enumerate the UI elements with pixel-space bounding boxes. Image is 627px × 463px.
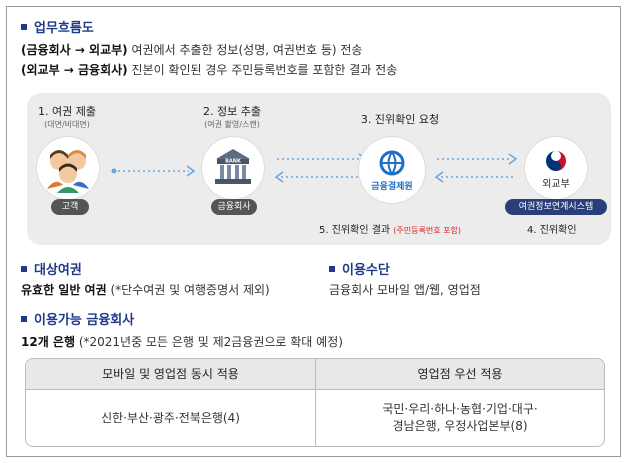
- step-2-label-text: 2. 정보 추출: [203, 105, 261, 118]
- arrow-right-icon: [111, 165, 196, 177]
- bank-sign-text: BANK: [225, 159, 242, 165]
- bank-circle: BANK: [202, 137, 264, 199]
- table-header-row: 모바일 및 영업점 동시 적용 영업점 우선 적용: [26, 359, 604, 389]
- bullet-square-icon: [329, 265, 335, 272]
- workflow-line-1: (금융회사 → 외교부) 여권에서 추출한 정보(성명, 여권번호 등) 전송: [21, 41, 362, 58]
- bullet-square-icon: [21, 23, 27, 30]
- workflow-line-2-text: 진본이 확인된 경우 주민등록번호를 포함한 결과 전송: [127, 63, 398, 77]
- step-2-sub: (여권 촬영/스캔): [204, 120, 260, 129]
- table-header-cell: 모바일 및 영업점 동시 적용: [102, 367, 239, 381]
- document-frame: 업무흐름도 (금융회사 → 외교부) 여권에서 추출한 정보(성명, 여권번호 …: [6, 6, 621, 457]
- bidirectional-arrow-icon-2: [434, 153, 518, 183]
- bullet-square-icon: [21, 265, 27, 272]
- customer-pill: 고객: [51, 199, 89, 215]
- means-title-text: 이용수단: [342, 263, 390, 278]
- step-5-note: (주민등록번호 포함): [393, 226, 461, 235]
- bullet-square-icon: [21, 315, 27, 322]
- institutions-title: 이용가능 금융회사: [21, 309, 134, 328]
- passport-text-bold: 유효한 일반 여권: [21, 283, 107, 297]
- clearing-house-name: 금융결제원: [371, 182, 413, 192]
- table-cell: 국민·우리·하나·농협·기업·대구· 경남은행, 우정사업본부(8): [315, 390, 604, 446]
- bidirectional-arrow-icon: [274, 153, 368, 183]
- passport-title: 대상여권: [21, 259, 82, 278]
- bank-table: 모바일 및 영업점 동시 적용 영업점 우선 적용 신한·부산·광주·전북은행(…: [25, 358, 605, 447]
- table-cell-text-line-2: 경남은행, 우정사업본부(8): [392, 419, 528, 433]
- passport-text: 유효한 일반 여권 (*단수여권 및 여행증명서 제외): [21, 281, 270, 298]
- taegeuk-emblem-icon: [546, 151, 566, 171]
- step-1-label-text: 1. 여권 제출: [38, 105, 96, 118]
- means-title: 이용수단: [329, 259, 390, 278]
- workflow-line-2: (외교부 → 금융회사) 진본이 확인된 경우 주민등록번호를 포함한 결과 전…: [21, 61, 397, 78]
- step-5-label: 5. 진위확인 결과 (주민등록번호 포함): [319, 221, 461, 236]
- customer-circle: [37, 137, 99, 199]
- table-cell-text: 신한·부산·광주·전북은행(4): [101, 410, 240, 425]
- step-2-label: 2. 정보 추출 (여권 촬영/스캔): [193, 105, 271, 131]
- globe-logo-icon: [379, 150, 405, 176]
- table-cell: 신한·부산·광주·전북은행(4): [26, 390, 315, 446]
- mofa-system-pill: 여권정보연계시스템: [505, 199, 607, 215]
- passport-text-rest: (*단수여권 및 여행증명서 제외): [106, 283, 270, 297]
- means-text: 금융회사 모바일 앱/웹, 영업점: [329, 283, 481, 297]
- step-4-label: 4. 진위확인: [527, 225, 577, 236]
- people-icon: [47, 150, 89, 193]
- table-row: 신한·부산·광주·전북은행(4) 국민·우리·하나·농협·기업·대구· 경남은행…: [26, 389, 604, 446]
- bank-pill: 금융회사: [211, 199, 257, 215]
- flow-diagram: 1. 여권 제출 (대면/비대면) 2. 정보 추출 (여권 촬영/스캔) 3.…: [27, 93, 611, 245]
- table-header-cell: 영업점 우선 적용: [315, 359, 604, 389]
- workflow-line-1-bold: (금융회사 → 외교부): [21, 43, 128, 57]
- step-1-label: 1. 여권 제출 (대면/비대면): [31, 105, 103, 131]
- workflow-title-text: 업무흐름도: [34, 21, 94, 36]
- step-3-label-text: 3. 진위확인 요청: [360, 113, 440, 126]
- institutions-text-rest: (*2021년중 모든 은행 및 제2금융권으로 확대 예정): [75, 335, 343, 349]
- passport-title-text: 대상여권: [34, 263, 82, 278]
- institutions-text-bold: 12개 은행: [21, 335, 75, 349]
- mofa-name: 외교부: [542, 179, 570, 190]
- workflow-line-2-bold: (외교부 → 금융회사): [21, 63, 128, 77]
- institutions-text: 12개 은행 (*2021년중 모든 은행 및 제2금융권으로 확대 예정): [21, 333, 343, 350]
- step-3-label: 3. 진위확인 요청: [345, 113, 455, 126]
- clearing-house-circle: 금융결제원: [359, 137, 425, 203]
- workflow-title: 업무흐름도: [21, 17, 94, 36]
- table-cell-text-line-1: 국민·우리·하나·농협·기업·대구·: [382, 402, 538, 416]
- step-1-sub: (대면/비대면): [44, 120, 90, 129]
- workflow-line-1-text: 여권에서 추출한 정보(성명, 여권번호 등) 전송: [127, 43, 363, 57]
- bank-icon: BANK: [215, 149, 251, 184]
- mofa-circle: 외교부: [525, 137, 587, 199]
- step-5-label-text: 5. 진위확인 결과: [319, 225, 391, 236]
- institutions-title-text: 이용가능 금융회사: [34, 313, 135, 328]
